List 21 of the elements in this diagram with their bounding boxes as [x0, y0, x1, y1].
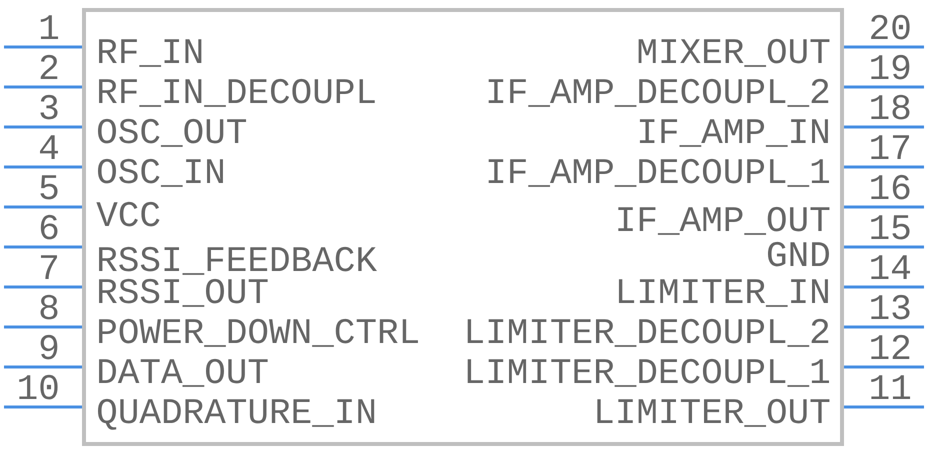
pin-label: POWER_DOWN_CTRL: [99, 318, 418, 347]
pin-label: LIMITER_DECOUPL_2: [468, 318, 828, 347]
pin-label: LIMITER_IN: [618, 279, 828, 307]
pin-label: RSSI_OUT: [99, 278, 268, 307]
pin-label: RSSI_FEEDBACK: [99, 246, 377, 275]
pin-label: VCC: [96, 202, 160, 226]
pin-label: DATA_OUT: [99, 358, 268, 387]
pin-label: GND: [768, 242, 829, 266]
pin-label: IF_AMP_IN: [640, 119, 828, 147]
pin-label: RF_IN_DECOUPL: [99, 78, 375, 107]
pin-label: MIXER_OUT: [638, 38, 830, 67]
pin-label: LIMITER_DECOUPL_1: [468, 358, 829, 387]
pin-label: IF_AMP_DECOUPL_2: [488, 78, 828, 107]
pin-label: IF_AMP_OUT: [618, 206, 830, 235]
pin-label: RF_IN: [99, 39, 202, 67]
pin-label: QUADRATURE_IN: [98, 398, 374, 430]
pin-label: OSC_OUT: [98, 118, 246, 147]
pin-label: LIMITER_OUT: [597, 398, 830, 427]
chip-body: [82, 8, 844, 446]
pin-label: IF_AMP_DECOUPL_1: [488, 158, 829, 187]
pin-label: OSC_IN: [98, 158, 223, 187]
